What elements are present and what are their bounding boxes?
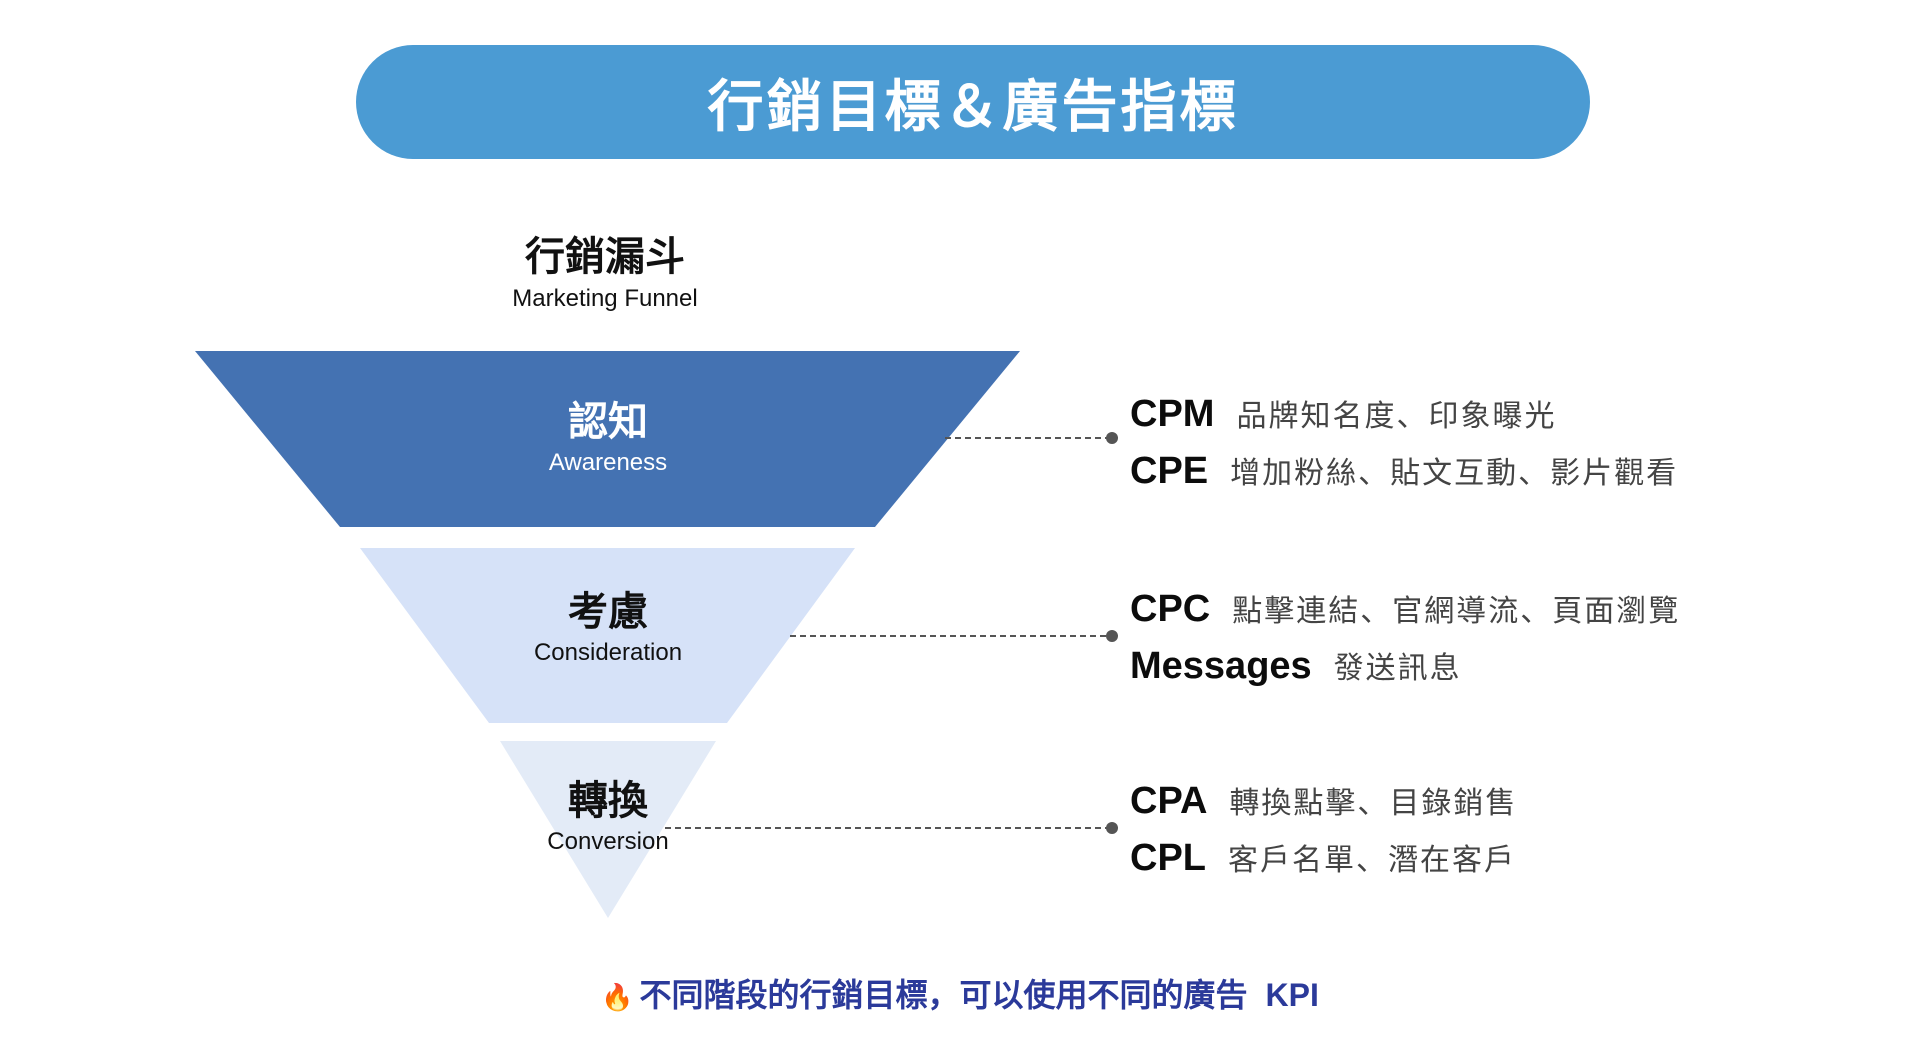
metric-description: 品牌知名度、印象曝光 — [1236, 399, 1557, 434]
stage-name-zh: 轉換 — [568, 778, 648, 824]
metric-name: CPA — [1130, 780, 1208, 822]
footer-note: 🔥不同階段的行銷目標，可以使用不同的廣告 KPI — [0, 970, 1920, 1016]
title-banner: 行銷目標＆廣告指標 — [356, 45, 1590, 159]
metric-row: CPC 點擊連結、官網導流、頁面瀏覽 — [1130, 582, 1680, 639]
metric-row: CPA 轉換點擊、目錄銷售 — [1130, 774, 1517, 831]
stage-name-en: Conversion — [547, 828, 669, 855]
funnel-stage-conversion-label: 轉換 Conversion — [458, 777, 758, 859]
funnel-stage-consideration-label: 考慮 Consideration — [458, 588, 758, 670]
metric-name: CPM — [1130, 393, 1215, 435]
funnel-heading: 行銷漏斗 Marketing Funnel — [460, 232, 750, 316]
footer-text: 不同階段的行銷目標，可以使用不同的廣告 — [639, 976, 1248, 1014]
funnel-stage-awareness-shape — [195, 351, 1020, 527]
stage-name-zh: 考慮 — [568, 589, 648, 635]
connector-dot-conversion — [1106, 822, 1118, 834]
metrics-consideration: CPC 點擊連結、官網導流、頁面瀏覽 Messages 發送訊息 — [1130, 582, 1680, 696]
funnel-stage-consideration-shape — [360, 548, 855, 723]
metric-row: Messages 發送訊息 — [1130, 639, 1680, 696]
stage-name-en: Awareness — [548, 449, 668, 476]
footer-kpi: KPI — [1265, 977, 1319, 1013]
metrics-awareness: CPM 品牌知名度、印象曝光 CPE 增加粉絲、貼文互動、影片觀看 — [1130, 387, 1678, 501]
metric-name: Messages — [1130, 645, 1312, 687]
metric-description: 增加粉絲、貼文互動、影片觀看 — [1230, 456, 1679, 491]
stage-name-en: Consideration — [533, 639, 683, 666]
metric-row: CPE 增加粉絲、貼文互動、影片觀看 — [1130, 444, 1678, 501]
metric-description: 客戶名單、潛在客戶 — [1228, 843, 1516, 878]
funnel-stage-awareness-label: 認知 Awareness — [458, 398, 758, 480]
connector-dot-awareness — [1106, 432, 1118, 444]
funnel-title-zh: 行銷漏斗 — [525, 234, 685, 280]
connector-dot-consideration — [1106, 630, 1118, 642]
page-title: 行銷目標＆廣告指標 — [707, 74, 1239, 140]
fire-icon: 🔥 — [601, 983, 634, 1013]
metric-description: 點擊連結、官網導流、頁面瀏覽 — [1232, 594, 1681, 629]
metric-description: 轉換點擊、目錄銷售 — [1229, 786, 1518, 821]
stage-name-zh: 認知 — [568, 399, 648, 445]
metric-name: CPL — [1130, 837, 1206, 879]
funnel-title-en: Marketing Funnel — [512, 285, 698, 312]
metric-name: CPE — [1130, 450, 1209, 492]
metric-name: CPC — [1130, 588, 1211, 630]
metric-description: 發送訊息 — [1333, 651, 1462, 686]
metric-row: CPM 品牌知名度、印象曝光 — [1130, 387, 1678, 444]
funnel-stage-conversion-shape — [500, 741, 716, 918]
metrics-conversion: CPA 轉換點擊、目錄銷售 CPL 客戶名單、潛在客戶 — [1130, 774, 1517, 888]
metric-row: CPL 客戶名單、潛在客戶 — [1130, 831, 1517, 888]
